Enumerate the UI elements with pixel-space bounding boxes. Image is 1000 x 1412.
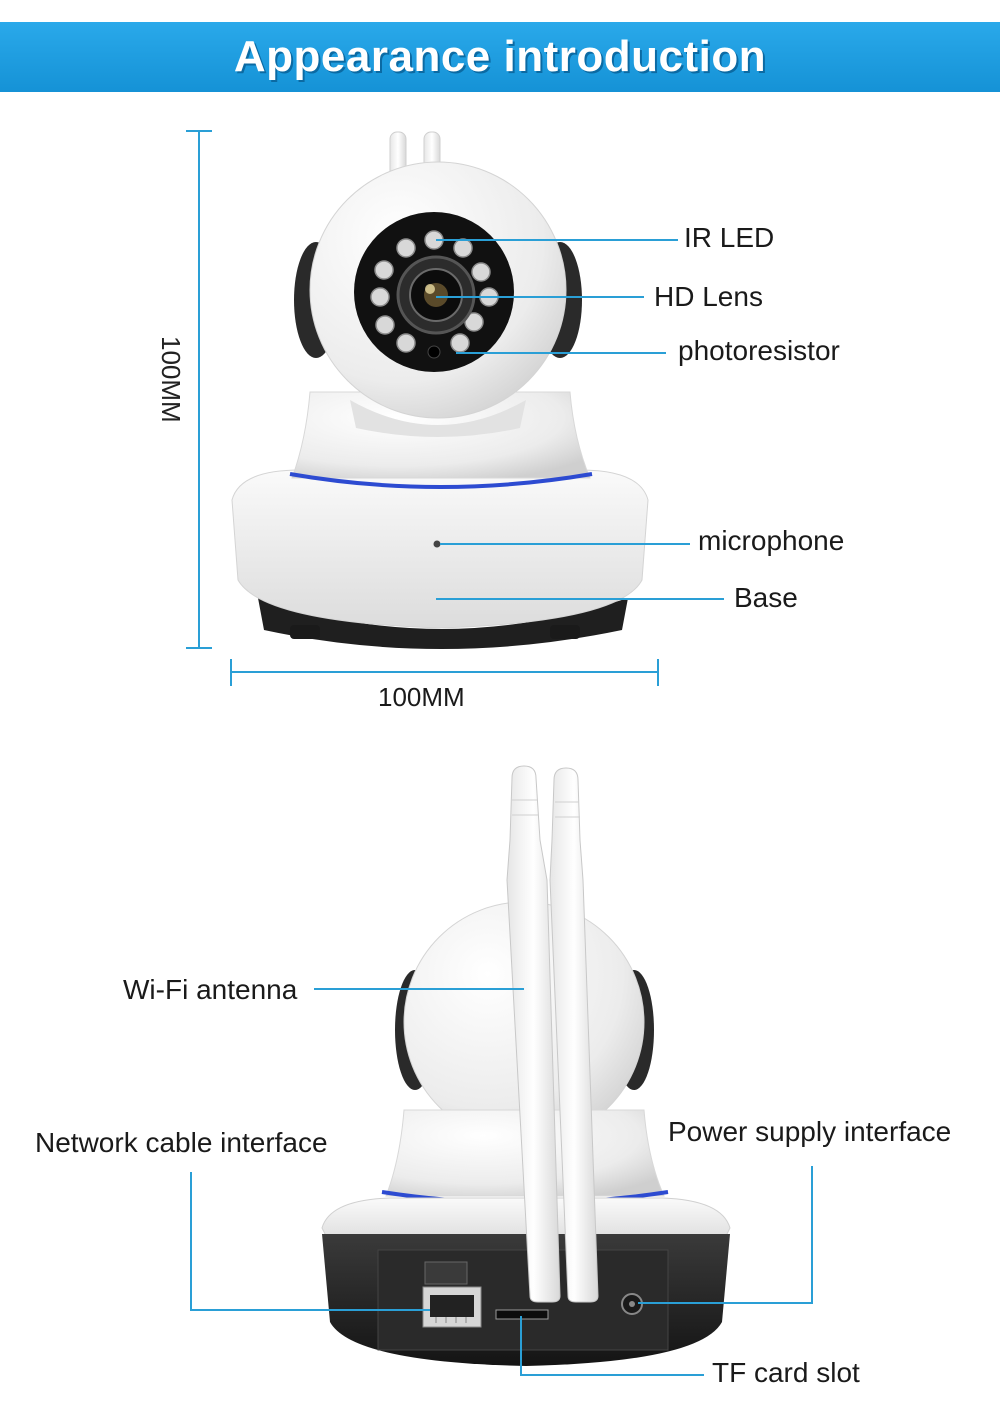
network-port [422,1261,482,1328]
network-cable-callout-line [190,1172,430,1311]
tf-card-slot-label: TF card slot [712,1357,860,1388]
height-dimension-line [186,130,212,649]
tf-card-callout-line [520,1316,704,1376]
ir-led-array [370,230,499,353]
microphone-label: microphone [698,525,845,556]
power-supply-callout-line [638,1166,813,1304]
header-banner: Appearance introduction [0,22,1000,92]
network-cable-interface-label: Network cable interface [35,1127,328,1158]
wifi-antenna-label: Wi-Fi antenna [123,974,298,1005]
wifi-antennas [506,765,599,1303]
hd-lens-label: HD Lens [654,281,763,312]
width-dimension-label: 100MM [378,682,465,712]
height-dimension-label: 100MM [156,336,186,423]
photoresistor-label: photoresistor [678,335,840,366]
power-supply-interface-label: Power supply interface [668,1116,952,1147]
camera-front-view [231,131,649,649]
base-label: Base [734,582,798,613]
camera-back-view [321,765,731,1366]
ir-led-label: IR LED [684,222,775,253]
page-title: Appearance introduction [233,32,767,81]
width-dimension-line [230,659,659,686]
